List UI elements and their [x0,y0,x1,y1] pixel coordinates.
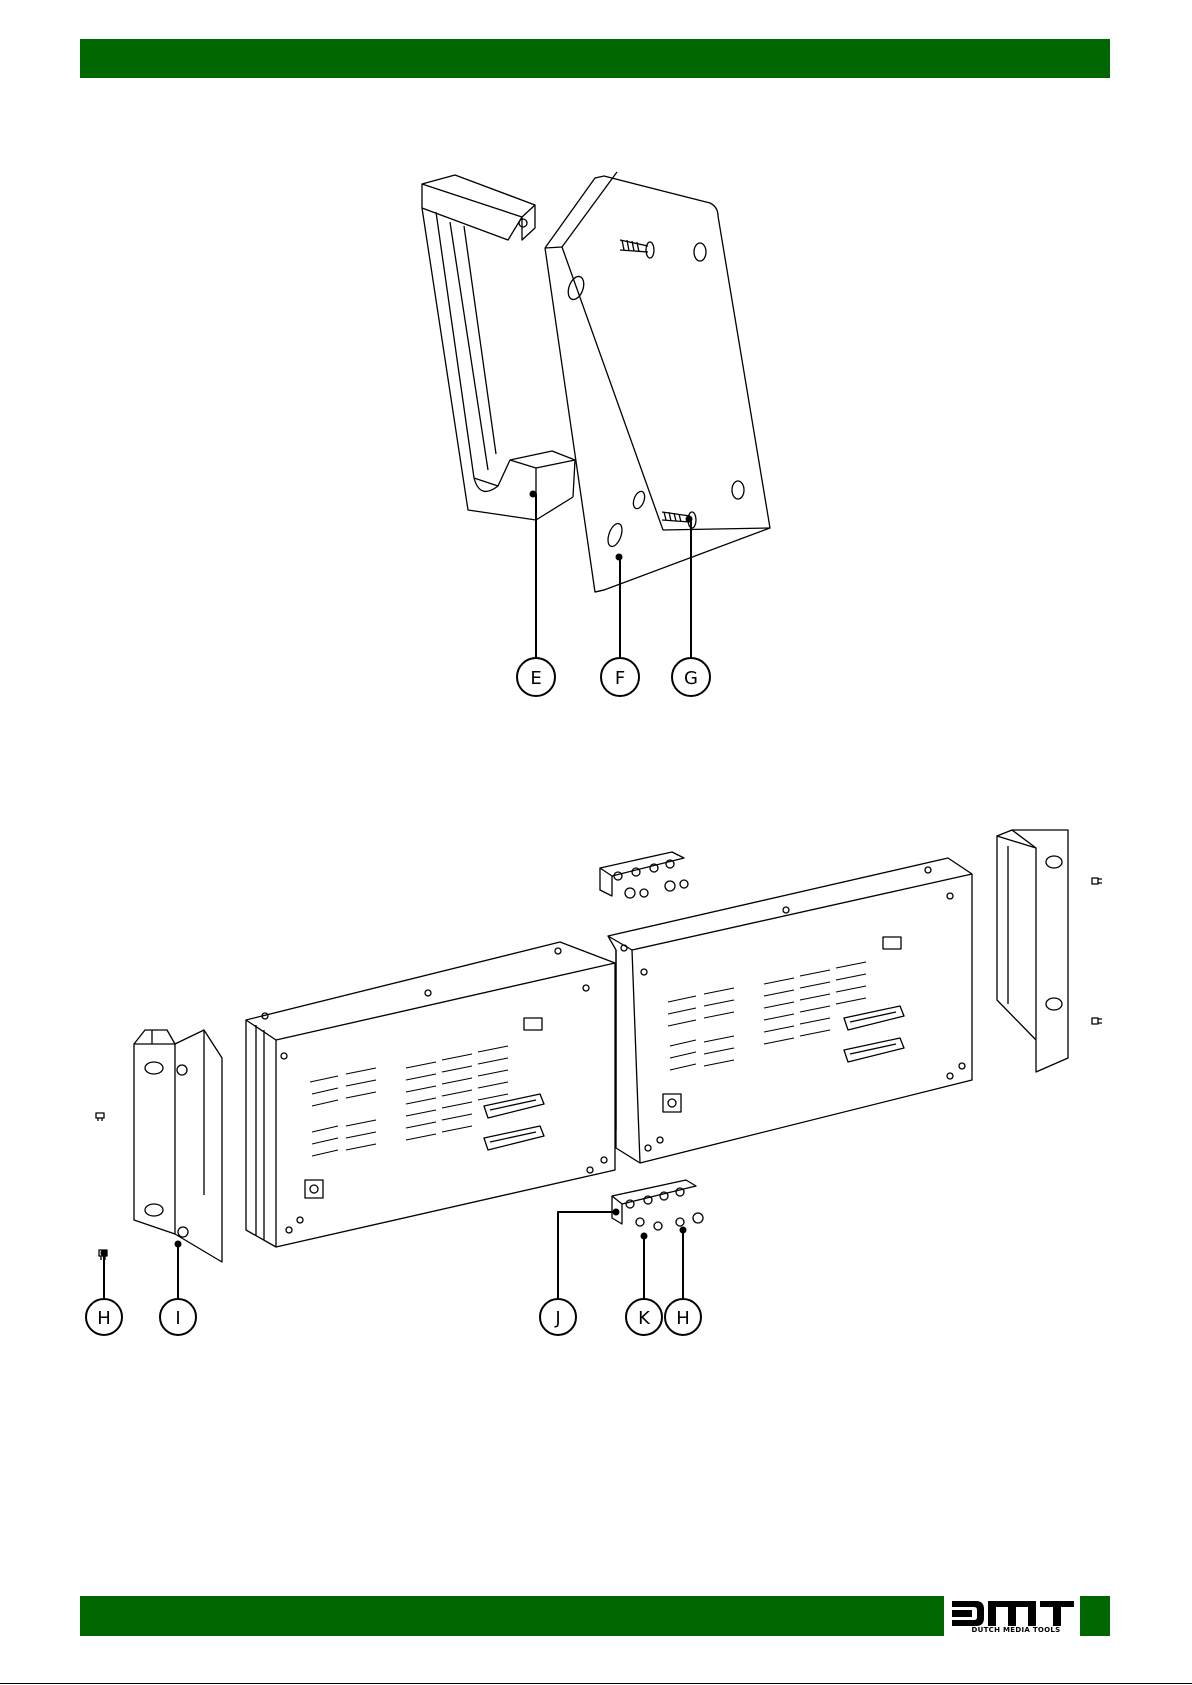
callout-h-right-label: H [676,1308,690,1329]
figure-handle-assembly [422,172,770,657]
left-bracket-part [134,1030,222,1262]
callout-k-label: K [638,1308,651,1329]
top-joining-plate [600,852,688,898]
right-unit-part [608,858,972,1163]
callout-h-right: H [665,1299,701,1335]
callout-f: F [601,658,639,696]
leader-lines-2 [104,1212,683,1300]
callout-e: E [517,658,555,696]
screws-left [96,1113,107,1260]
leader-lines [533,494,691,657]
handle-part [422,175,575,520]
dmt-logo: DUTCH MEDIA TOOLS [944,1596,1080,1636]
callout-h-left: H [86,1299,122,1335]
figure-rack-assembly [96,830,1102,1300]
right-bracket-part [997,830,1102,1072]
bottom-joining-plate [612,1180,703,1230]
callout-i-label: I [175,1308,180,1329]
callout-h-left-label: H [97,1308,111,1329]
callout-e-label: E [530,668,541,689]
page-bottom-rule [0,1683,1192,1684]
callout-j: J [540,1299,576,1335]
left-unit-part [246,942,615,1247]
callout-f-label: F [615,668,625,689]
logo-tagline: DUTCH MEDIA TOOLS [952,1626,1080,1634]
bracket-part [545,172,770,592]
callout-k: K [626,1299,662,1335]
callout-j-label: J [554,1308,560,1329]
screw-part [620,240,696,528]
callout-g: G [672,658,710,696]
callout-g-label: G [684,668,698,689]
footer-bar: DUTCH MEDIA TOOLS [80,1596,1110,1636]
callout-i: I [160,1299,196,1335]
